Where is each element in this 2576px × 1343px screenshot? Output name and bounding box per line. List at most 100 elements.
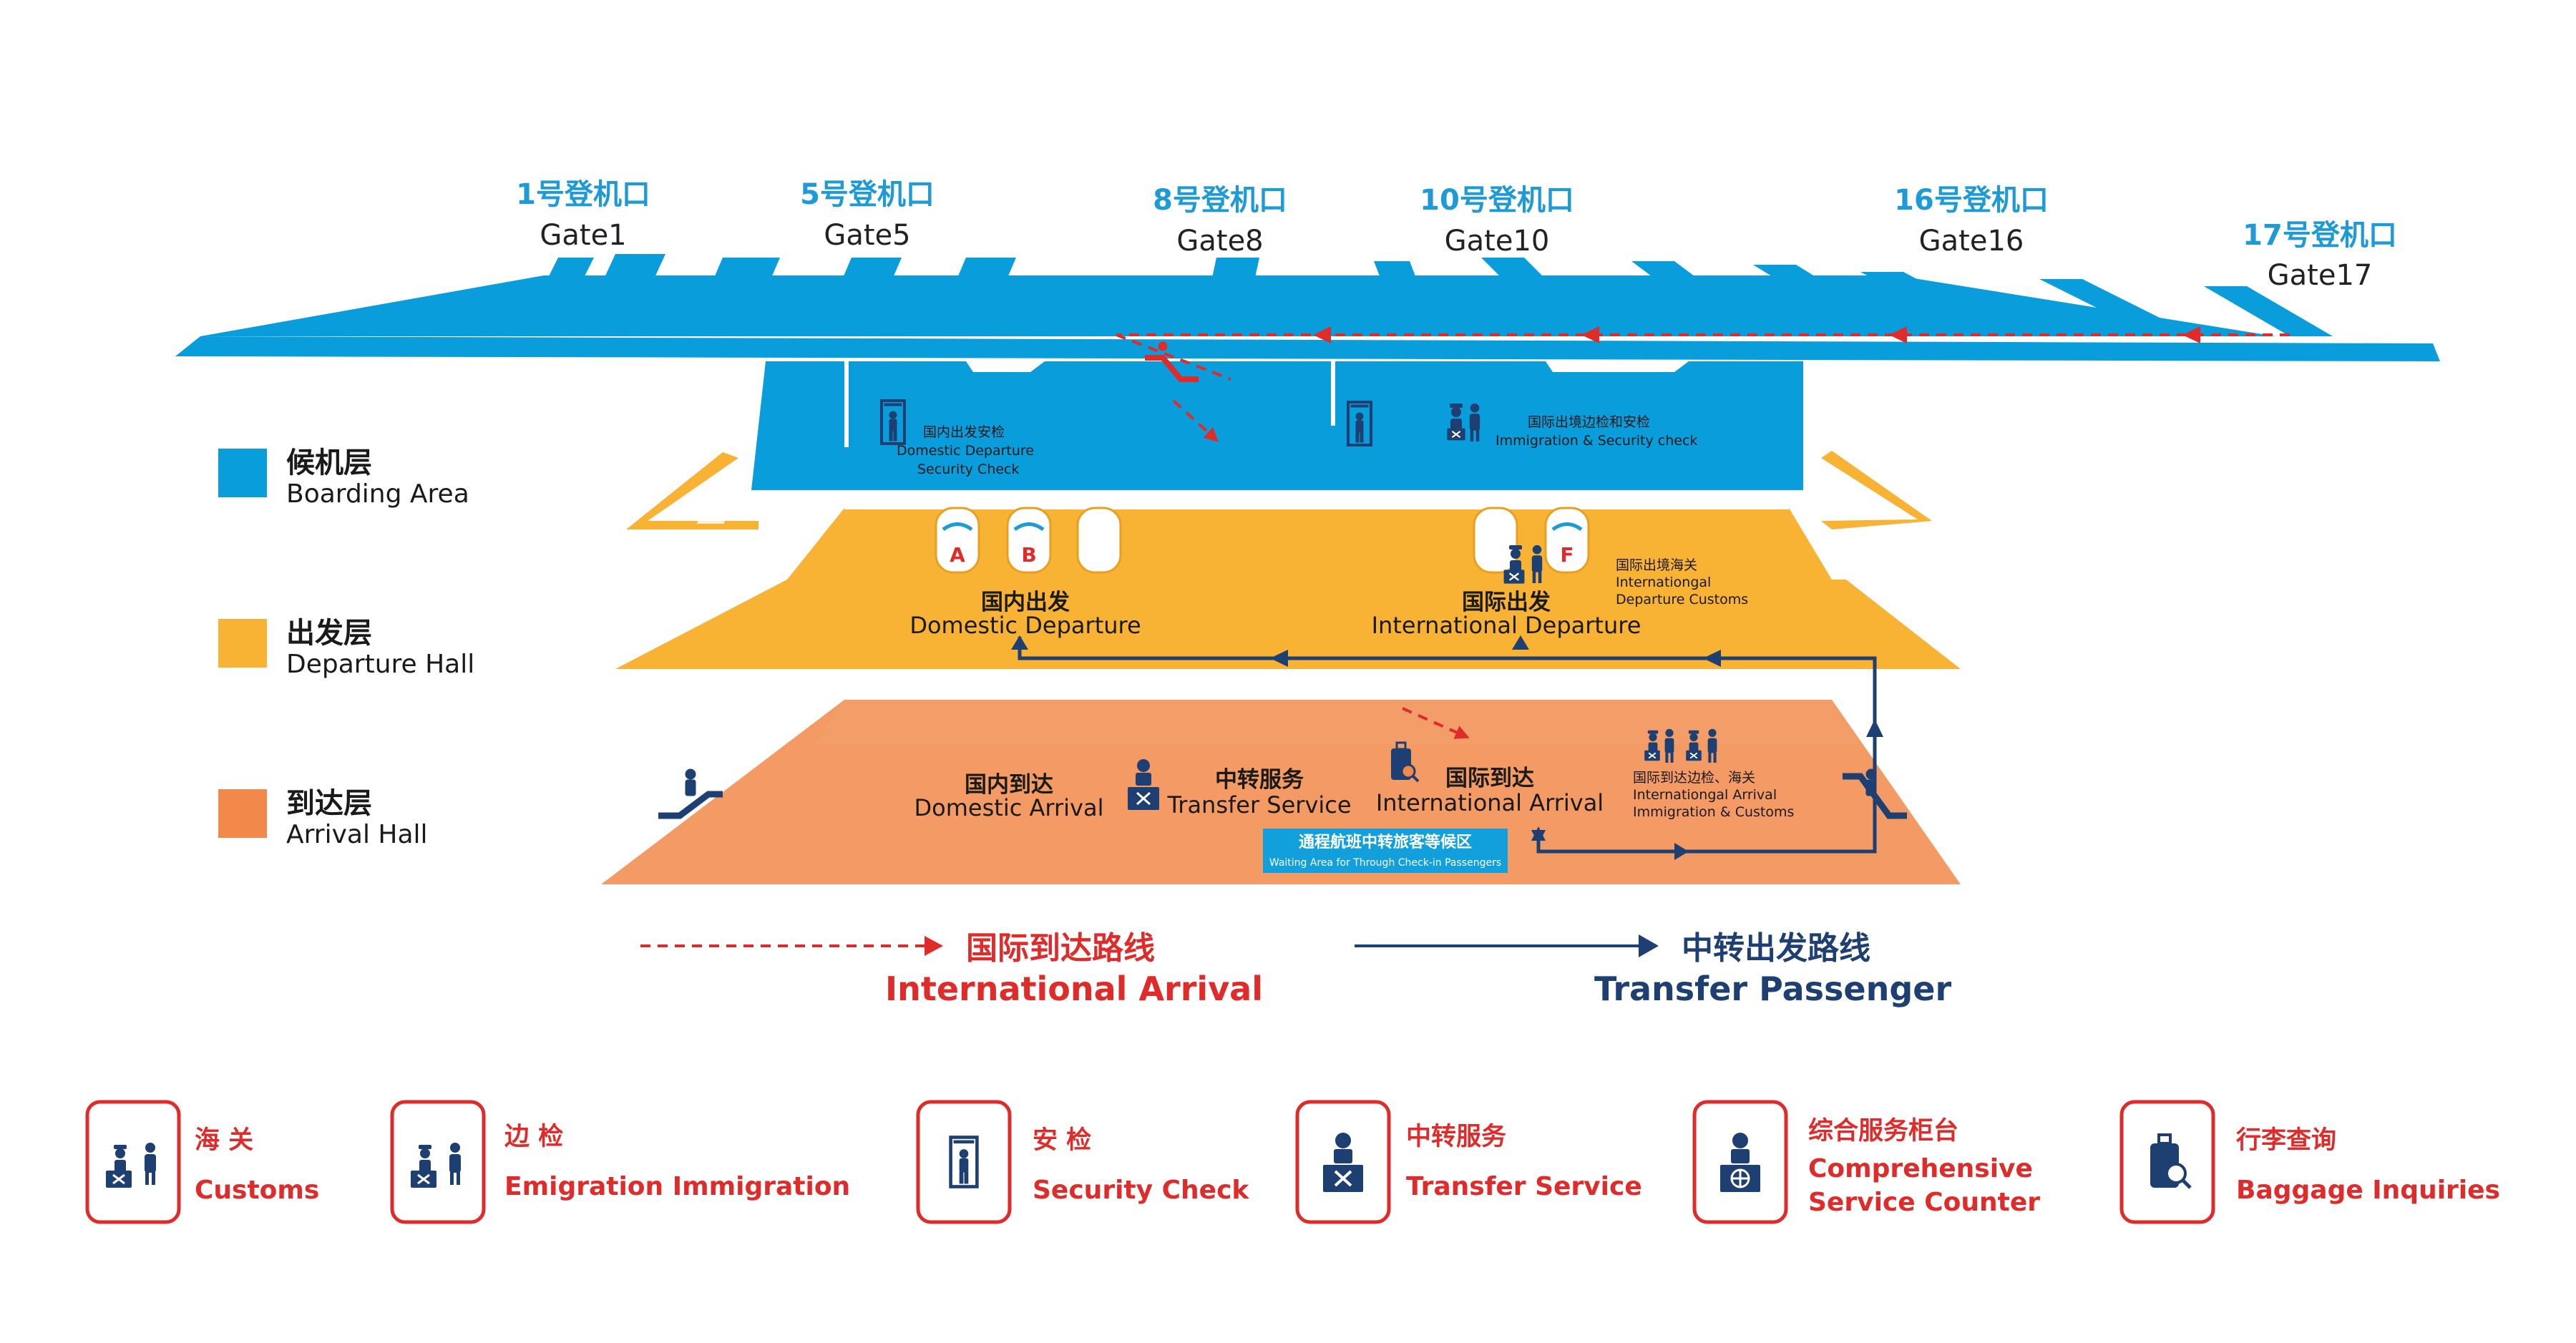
- gate-16-en: Gate16: [1919, 225, 2024, 258]
- intl-arrival-cn: 国际到达: [1445, 766, 1534, 791]
- departure-floor: [615, 580, 1961, 669]
- layer-swatch-departure: [218, 619, 267, 668]
- transfer-service-en: Transfer Service: [1166, 791, 1351, 819]
- arrival-check-cn: 国际到达边检、海关: [1633, 770, 1755, 786]
- legend-baggage-cn: 行李查询: [2236, 1126, 2336, 1155]
- gate-8-en: Gate8: [1176, 225, 1263, 258]
- transfer-route: [1011, 635, 1883, 860]
- layer-boarding-cn: 候机层: [286, 446, 372, 479]
- arrival-floor-shade: [816, 700, 1860, 744]
- layer-legend: 候机层 Boarding Area 出发层 Departure Hall 到达层…: [218, 446, 474, 849]
- legend-service-counter-en1: Comprehensive: [1808, 1154, 2033, 1183]
- arrival-check-en1: Internationgal Arrival: [1633, 787, 1777, 803]
- legend-immigration-cn: 边 检: [504, 1123, 563, 1151]
- legend-transfer: 中转服务 Transfer Service: [1295, 1100, 1642, 1224]
- layer-arrival-en: Arrival Hall: [286, 820, 428, 849]
- domestic-departure-cn: 国内出发: [981, 590, 1070, 615]
- route-transfer-cn: 中转出发路线: [1682, 930, 1870, 967]
- intl-check-cn: 国际出境边检和安检: [1528, 414, 1650, 430]
- domestic-arrival-en: Domestic Arrival: [914, 794, 1104, 821]
- departure-customs-cn: 国际出境海关: [1616, 557, 1697, 573]
- boarding-seams: [844, 361, 1689, 447]
- counter-f-label: F: [1560, 543, 1574, 567]
- arrival-floor: [601, 700, 1961, 884]
- arrival-baggage-icon: [1391, 741, 1420, 783]
- route-intl-en: International Arrival: [885, 970, 1263, 1008]
- route-legend-transfer: 中转出发路线 Transfer Passenger: [1355, 930, 1951, 1008]
- domestic-arrival-cn: 国内到达: [965, 772, 1053, 798]
- arrival-check-en2: Immigration & Customs: [1633, 804, 1794, 820]
- legend-security-cn: 安 检: [1033, 1126, 1091, 1155]
- counter-b: B: [1006, 507, 1052, 574]
- counter-blank-2: [1473, 507, 1518, 574]
- gate-5-en: Gate5: [824, 219, 910, 252]
- domestic-check-en1: Domestic Departure: [897, 443, 1034, 459]
- legend-customs-en: Customs: [195, 1176, 319, 1205]
- counter-a: A: [935, 507, 980, 574]
- intl-departure-cn: 国际出发: [1462, 590, 1551, 615]
- layer-arrival-cn: 到达层: [286, 787, 372, 820]
- immigration-icon: [390, 1100, 486, 1224]
- legend-customs-cn: 海 关: [195, 1126, 253, 1155]
- gate-17-en: Gate17: [2268, 259, 2373, 292]
- intl-arrival-route: [1116, 326, 2290, 739]
- intl-arrival-en: International Arrival: [1376, 789, 1604, 816]
- layer-swatch-boarding: [218, 449, 267, 497]
- escalator-left-icon: [658, 768, 723, 819]
- departure-customs-en1: Internationgal: [1616, 575, 1711, 590]
- route-legend-intl: 国际到达路线 International Arrival: [640, 930, 1263, 1008]
- waiting-area-box: 通程航班中转旅客等候区 Waiting Area for Through Che…: [1263, 829, 1508, 873]
- layer-boarding-en: Boarding Area: [286, 479, 469, 509]
- counter-b-label: B: [1021, 543, 1036, 567]
- gate-1-cn: 1号登机口: [516, 178, 650, 211]
- counter-a-label: A: [950, 543, 965, 567]
- departure-right-ramp: [1821, 451, 1932, 529]
- legend-service-counter-cn: 综合服务柜台: [1808, 1117, 1958, 1146]
- legend-baggage: 行李查询 Baggage Inquiries: [2119, 1100, 2500, 1224]
- departure-left-ramp: [626, 452, 758, 529]
- legend-security-en: Security Check: [1033, 1176, 1249, 1205]
- customs-icon: [85, 1100, 181, 1224]
- legend-baggage-en: Baggage Inquiries: [2236, 1176, 2500, 1205]
- gate-17-cn: 17号登机口: [2243, 219, 2397, 252]
- layer-departure-cn: 出发层: [286, 617, 372, 650]
- waiting-area-en: Waiting Area for Through Check-in Passen…: [1269, 857, 1501, 869]
- departure-customs-en2: Departure Customs: [1616, 592, 1748, 607]
- gate-5-cn: 5号登机口: [800, 178, 935, 211]
- departure-gap-line: [844, 507, 1789, 509]
- gate-16-cn: 16号登机口: [1894, 184, 2049, 217]
- counter-blank: [1076, 507, 1122, 574]
- boarding-concourse: [175, 336, 2440, 361]
- domestic-departure-en: Domestic Departure: [909, 612, 1141, 639]
- boarding-floor: [751, 361, 1803, 490]
- route-intl-cn: 国际到达路线: [966, 930, 1155, 967]
- transfer-service-cn: 中转服务: [1215, 767, 1304, 793]
- gate-1-en: Gate1: [540, 219, 626, 252]
- gate-8-cn: 8号登机口: [1153, 184, 1287, 217]
- legend-customs: 海 关 Customs: [85, 1100, 319, 1224]
- legend-transfer-en: Transfer Service: [1406, 1172, 1642, 1201]
- route-transfer-en: Transfer Passenger: [1594, 970, 1951, 1008]
- waiting-area-cn: 通程航班中转旅客等候区: [1299, 833, 1472, 851]
- departure-walkway: [696, 494, 735, 524]
- layer-swatch-arrival: [218, 789, 267, 838]
- legend-immigration: 边 检 Emigration Immigration: [390, 1100, 850, 1224]
- legend-service-counter-en2: Service Counter: [1808, 1188, 2040, 1217]
- gate-10-cn: 10号登机口: [1420, 184, 1574, 217]
- legend-service-counter: 综合服务柜台 Comprehensive Service Counter: [1692, 1100, 2040, 1224]
- counter-f: F: [1544, 507, 1590, 574]
- intl-check-en: Immigration & Security check: [1496, 433, 1697, 449]
- layer-departure-en: Departure Hall: [286, 650, 474, 679]
- legend-transfer-cn: 中转服务: [1406, 1123, 1506, 1151]
- arrival-transfer-service-icon: [1128, 759, 1159, 810]
- gate-fingers: [537, 254, 2333, 336]
- intl-departure-en: International Departure: [1372, 612, 1641, 639]
- legend-immigration-en: Emigration Immigration: [504, 1172, 850, 1201]
- domestic-check-en2: Security Check: [917, 461, 1020, 477]
- gate-10-en: Gate10: [1445, 225, 1550, 258]
- legend-security: 安 检 Security Check: [916, 1100, 1249, 1224]
- gate-labels: 1号登机口 Gate1 5号登机口 Gate5 8号登机口 Gate8 10号登…: [516, 178, 2397, 292]
- boarding-escalator-icon: [1145, 341, 1199, 382]
- domestic-check-cn: 国内出发安检: [923, 424, 1005, 440]
